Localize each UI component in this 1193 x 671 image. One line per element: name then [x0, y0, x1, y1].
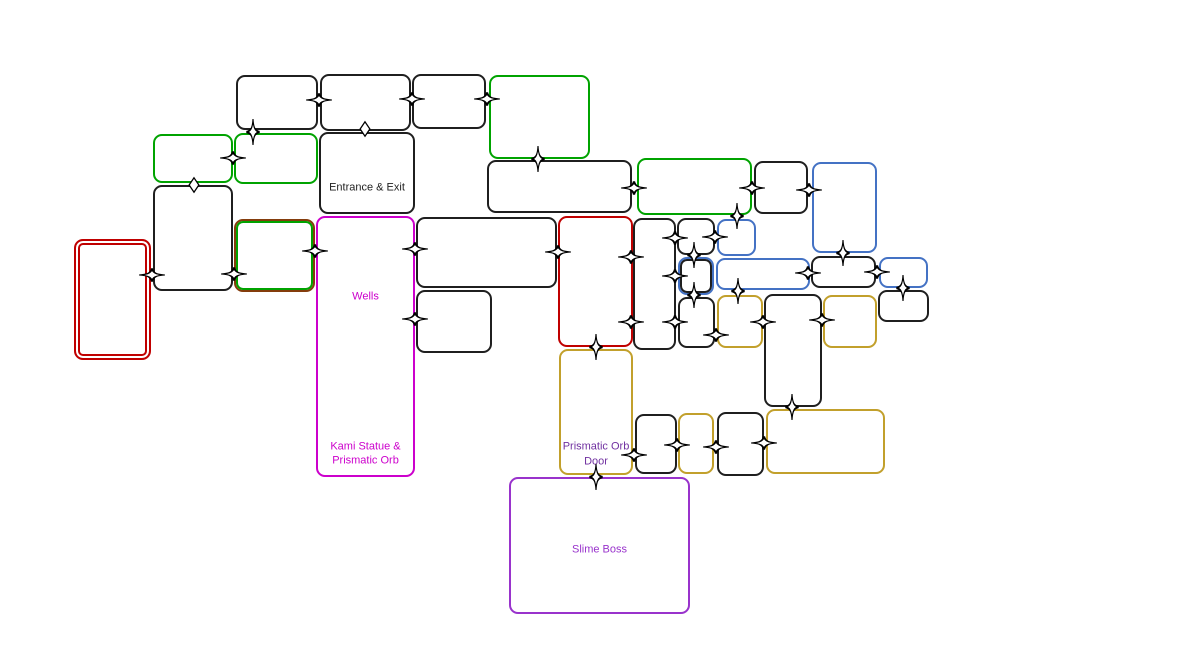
room-yellow-wide[interactable] [766, 409, 885, 474]
connector-star-icon[interactable] [621, 181, 648, 195]
connector-star-icon[interactable] [687, 242, 701, 269]
room-entrance-exit[interactable] [319, 132, 415, 214]
room-mid-wide[interactable] [487, 160, 632, 213]
room-yellow-2[interactable] [823, 295, 877, 348]
connector-star-icon[interactable] [221, 267, 248, 281]
connector-star-icon[interactable] [302, 244, 329, 258]
room-left-tall[interactable] [153, 185, 233, 291]
connector-star-icon[interactable] [836, 240, 850, 267]
room-narrow-tall[interactable] [633, 218, 676, 350]
connector-star-icon[interactable] [750, 315, 777, 329]
connector-star-icon[interactable] [703, 440, 730, 454]
connector-star-icon[interactable] [399, 92, 426, 106]
connector-star-icon[interactable] [731, 278, 745, 305]
room-red-left[interactable] [74, 239, 151, 360]
connector-star-icon[interactable] [474, 92, 501, 106]
connector-star-icon[interactable] [785, 394, 799, 421]
connector-star-icon[interactable] [703, 328, 730, 342]
connector-star-icon[interactable] [662, 315, 689, 329]
connector-star-icon[interactable] [864, 265, 891, 279]
connector-star-icon[interactable] [402, 242, 429, 256]
connector-star-icon[interactable] [589, 334, 603, 361]
room-green-right[interactable] [637, 158, 752, 215]
connector-star-icon[interactable] [896, 275, 910, 302]
connector-star-icon[interactable] [795, 266, 822, 280]
connector-star-icon[interactable] [751, 436, 778, 450]
connector-star-icon[interactable] [246, 119, 260, 146]
connector-star-icon[interactable] [139, 268, 166, 282]
connector-star-icon[interactable] [662, 269, 689, 283]
connector-star-icon[interactable] [796, 183, 823, 197]
room-wells-kami[interactable] [316, 216, 415, 477]
connector-star-icon[interactable] [618, 315, 645, 329]
connector-star-icon[interactable] [664, 438, 691, 452]
connector-star-icon[interactable] [545, 245, 572, 259]
room-bottom-s3[interactable] [635, 414, 677, 474]
connector-star-icon[interactable] [220, 151, 247, 165]
room-top-1[interactable] [236, 75, 318, 130]
connector-star-icon[interactable] [702, 230, 729, 244]
room-center-wide[interactable] [416, 217, 557, 288]
connector-star-icon[interactable] [621, 448, 648, 462]
connector-star-icon[interactable] [739, 181, 766, 195]
connector-star-icon[interactable] [531, 146, 545, 173]
connector-star-icon[interactable] [662, 231, 689, 245]
room-blue-tall[interactable] [812, 162, 877, 253]
connector-star-icon[interactable] [730, 203, 744, 230]
room-blue-wide[interactable] [716, 258, 810, 290]
room-green-big[interactable] [489, 75, 590, 159]
connector-star-icon[interactable] [809, 313, 836, 327]
room-center-small[interactable] [416, 290, 492, 353]
connector-star-icon[interactable] [306, 93, 333, 107]
connector-star-icon[interactable] [402, 312, 429, 326]
room-tall-black[interactable] [764, 294, 822, 407]
room-green-mid[interactable] [234, 133, 318, 184]
connector-star-icon[interactable] [589, 464, 603, 491]
connector-diamond-icon[interactable] [187, 176, 202, 194]
room-slime-boss[interactable] [509, 477, 690, 614]
connector-star-icon[interactable] [618, 250, 645, 264]
connector-star-icon[interactable] [687, 282, 701, 309]
connector-diamond-icon[interactable] [358, 120, 373, 138]
